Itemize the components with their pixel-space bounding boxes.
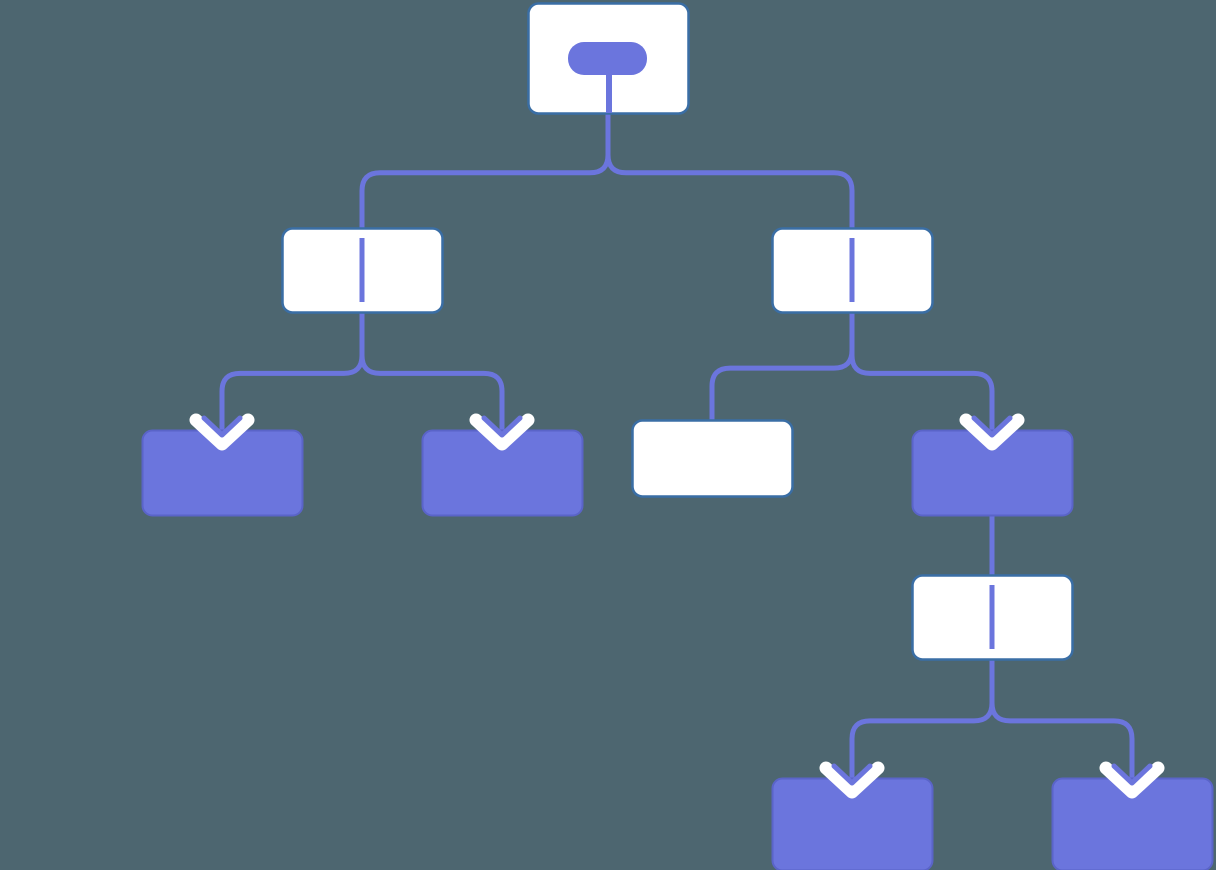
tree-node-n6[interactable] [911,429,1074,517]
node-badge-pill[interactable] [568,42,647,75]
node-box-white[interactable] [631,419,794,498]
tree-node-n8[interactable] [771,777,934,870]
connector-line [849,312,995,438]
node-badge-stem [606,60,612,113]
tree-node-n0[interactable] [527,2,690,115]
arrowhead-layer [189,413,1165,799]
arrowhead-icon [971,415,1013,438]
connector-e8 [989,659,1135,786]
connector-layer [219,113,1135,786]
tree-node-n5[interactable] [631,419,794,498]
node-box-purple[interactable] [141,429,304,517]
arrowhead-icon [1111,763,1153,786]
arrowhead-icon [481,415,523,438]
arrowhead-halo [959,413,1025,451]
connector-passthrough-layer [359,238,995,649]
arrowhead-halo [189,413,255,451]
tree-node-n3[interactable] [141,429,304,517]
arrowhead-icon [831,763,873,786]
node-box-purple[interactable] [1051,777,1214,870]
arrowhead-halo [469,413,535,451]
node-layer [141,2,1214,870]
connector-e1 [605,113,855,228]
connector-line [359,312,505,438]
tree-node-n4[interactable] [421,429,584,517]
arrowhead-halo [819,761,885,799]
connector-e5 [849,312,995,438]
tree-node-n9[interactable] [1051,777,1214,870]
arrowhead-halo [1099,761,1165,799]
connector-e3 [359,312,505,438]
node-box-purple[interactable] [771,777,934,870]
connector-line [989,659,1135,786]
connector-line [605,113,855,228]
arrowhead-icon [201,415,243,438]
node-box-purple[interactable] [911,429,1074,517]
node-box-purple[interactable] [421,429,584,517]
